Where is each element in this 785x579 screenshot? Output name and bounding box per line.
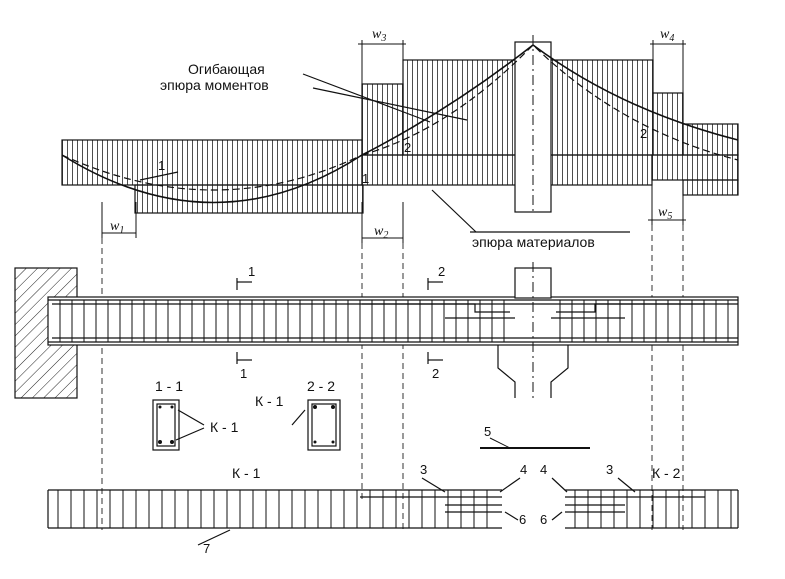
section-22-title: 2 - 2 <box>307 378 335 394</box>
k1-callout-right: К - 1 <box>255 393 284 409</box>
section-2-bottom: 2 <box>432 366 439 381</box>
w3-label: w3 <box>372 27 386 44</box>
band-right-lower <box>682 179 739 196</box>
band-right <box>651 154 739 181</box>
item-3-right: 3 <box>606 462 613 477</box>
band-center <box>361 154 653 186</box>
item-5-number: 5 <box>484 424 491 439</box>
item-3-left: 3 <box>420 462 427 477</box>
envelope-curve-positive <box>61 154 363 204</box>
cage-k1-title: К - 1 <box>232 465 261 481</box>
envelope-label-line1: Огибающая <box>188 61 265 77</box>
cross-sections <box>152 399 341 451</box>
item-6-right: 6 <box>540 512 547 527</box>
section-2-top: 2 <box>438 264 445 279</box>
w1-label: w1 <box>110 219 124 236</box>
item-4-right: 4 <box>540 462 547 477</box>
projection-lines <box>101 225 684 530</box>
item-5 <box>480 437 590 449</box>
item-7: 7 <box>203 541 210 556</box>
cages <box>47 477 739 546</box>
section-1-bottom: 1 <box>240 366 247 381</box>
section-bars <box>158 405 335 444</box>
w2-label: w2 <box>374 224 388 241</box>
envelope-label-line2: эпюра моментов <box>160 77 269 93</box>
w5-label: w5 <box>658 205 672 222</box>
item-4-left: 4 <box>520 462 527 477</box>
section-11-title: 1 - 1 <box>155 378 183 394</box>
w4-label: w4 <box>660 27 674 44</box>
section-1-top: 1 <box>248 264 255 279</box>
cage-k2-title: К - 2 <box>652 465 681 481</box>
band-right-top <box>682 123 739 156</box>
materials-diagram <box>61 35 739 233</box>
mark-2-right: 2 <box>640 126 647 141</box>
item-6-left: 6 <box>519 512 526 527</box>
column <box>514 41 552 213</box>
mark-1-center: 1 <box>362 171 369 186</box>
dimension-lines <box>101 40 686 243</box>
mark-2-left: 2 <box>404 140 411 155</box>
envelope-curve-negative <box>361 43 739 156</box>
k1-callout-left: К - 1 <box>210 419 239 435</box>
mark-1-left: 1 <box>158 158 165 173</box>
beam-elevation <box>14 262 739 400</box>
materials-label: эпюра материалов <box>472 234 595 250</box>
band-step-w4 <box>652 92 684 156</box>
band-left <box>61 139 363 186</box>
